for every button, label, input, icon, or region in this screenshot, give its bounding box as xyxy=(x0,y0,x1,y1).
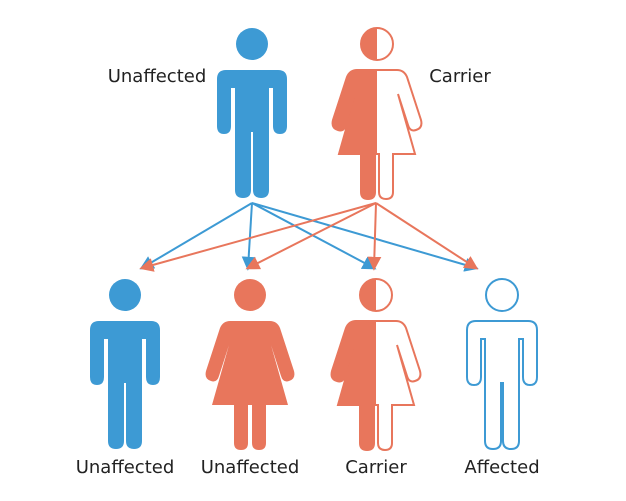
arrow-mother-to-child-2 xyxy=(245,202,377,270)
child-2-label: Unaffected xyxy=(201,457,300,478)
father-label: Unaffected xyxy=(108,66,207,87)
parent-mother: Carrier xyxy=(331,27,491,200)
child-1-label: Unaffected xyxy=(76,457,175,478)
parent-father: Unaffected xyxy=(108,28,287,198)
arrow-mother-to-child-1 xyxy=(139,202,377,272)
mother-label: Carrier xyxy=(429,66,491,87)
child-3: Carrier xyxy=(330,278,422,478)
female-carrier-figure-icon xyxy=(331,27,423,200)
child-3-label: Carrier xyxy=(345,457,407,478)
child-4-label: Affected xyxy=(464,457,539,478)
female-carrier-figure-icon xyxy=(330,278,422,451)
male-figure-icon xyxy=(90,279,160,449)
inheritance-arrows xyxy=(139,202,479,272)
arrow-father-to-child-1 xyxy=(139,202,253,270)
arrow-father-to-child-4 xyxy=(251,202,479,272)
arrow-mother-to-child-3 xyxy=(367,202,382,271)
child-2: Unaffected xyxy=(201,279,300,478)
male-figure-icon xyxy=(217,28,287,198)
arrow-mother-to-child-4 xyxy=(375,202,479,270)
male-outline-figure-icon xyxy=(466,278,538,450)
child-1: Unaffected xyxy=(76,279,175,478)
arrow-father-to-child-2 xyxy=(241,202,256,271)
child-4: Affected xyxy=(464,278,540,478)
female-figure-icon xyxy=(205,279,295,450)
